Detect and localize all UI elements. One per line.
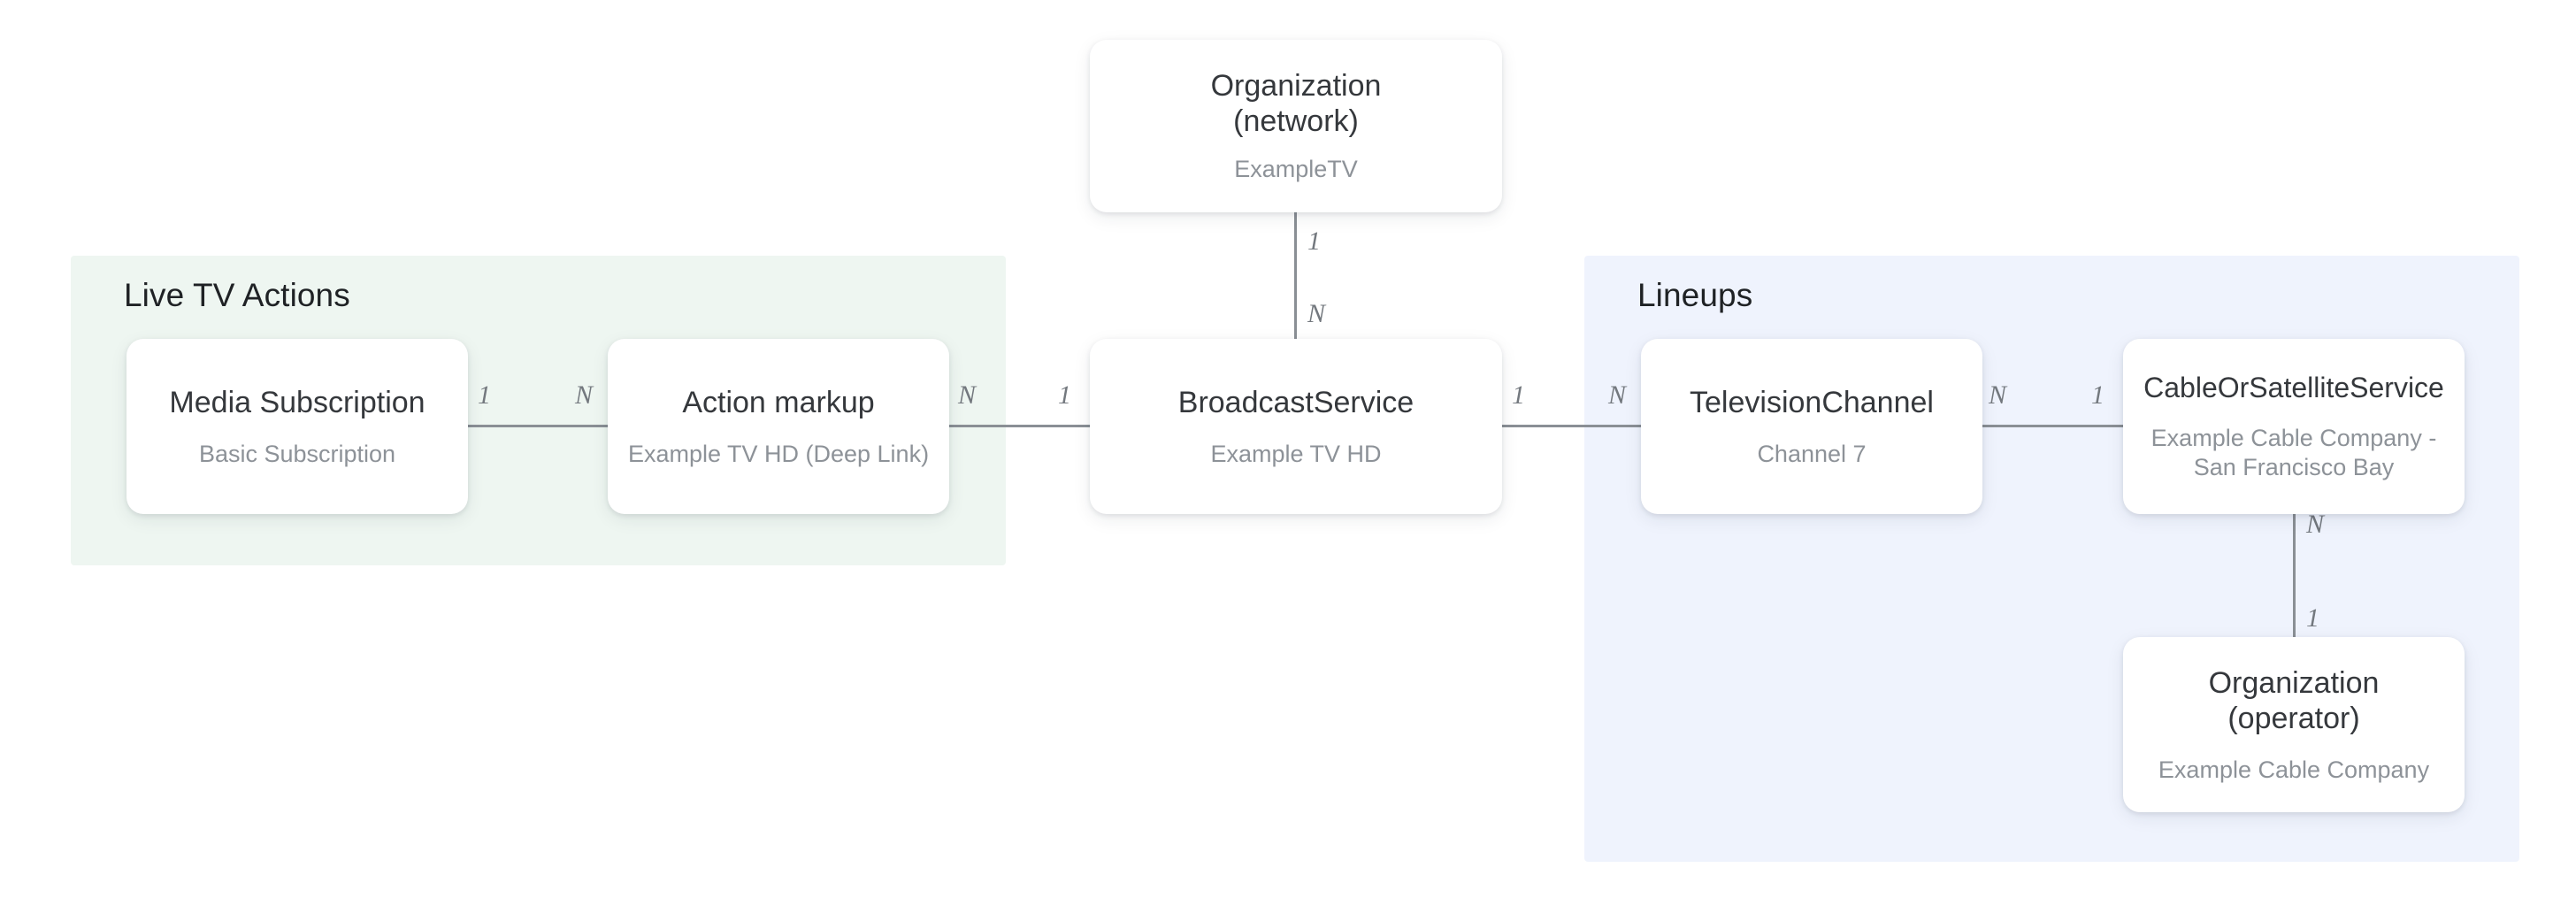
node-broadcast-service-subtitle: Example TV HD bbox=[1210, 440, 1382, 467]
node-organization-network[interactable]: Organization (network) ExampleTV bbox=[1090, 40, 1502, 212]
node-organization-network-subtitle: ExampleTV bbox=[1234, 156, 1358, 183]
edge-label-cable-or-satellite-service-to-org-operator-source: N bbox=[2306, 510, 2325, 539]
edge-line-broadcast-service-to-television-channel bbox=[1502, 425, 1641, 427]
group-title-live-tv-actions: Live TV Actions bbox=[124, 277, 350, 313]
edge-label-action-markup-to-broadcast-service-target: 1 bbox=[1058, 380, 1071, 410]
edge-line-cable-or-satellite-service-to-org-operator bbox=[2293, 514, 2296, 637]
edge-label-org-network-to-broadcast-service-source: 1 bbox=[1307, 226, 1321, 256]
node-organization-operator-subtitle: Example Cable Company bbox=[2158, 756, 2430, 783]
node-organization-operator[interactable]: Organization (operator) Example Cable Co… bbox=[2123, 637, 2465, 812]
node-media-subscription[interactable]: Media Subscription Basic Subscription bbox=[126, 339, 468, 514]
edge-label-media-subscription-to-action-markup-source: 1 bbox=[478, 380, 491, 410]
node-action-markup-title: Action markup bbox=[682, 385, 875, 419]
node-organization-network-title: Organization (network) bbox=[1210, 69, 1382, 139]
node-media-subscription-subtitle: Basic Subscription bbox=[198, 440, 396, 467]
node-cable-or-satellite-service-subtitle: Example Cable Company - San Francisco Ba… bbox=[2150, 425, 2437, 480]
node-broadcast-service[interactable]: BroadcastService Example TV HD bbox=[1090, 339, 1502, 514]
edge-line-media-subscription-to-action-markup bbox=[468, 425, 608, 427]
node-media-subscription-title: Media Subscription bbox=[169, 385, 426, 419]
edge-label-action-markup-to-broadcast-service-source: N bbox=[958, 380, 977, 410]
edge-label-cable-or-satellite-service-to-org-operator-target: 1 bbox=[2306, 603, 2319, 633]
node-broadcast-service-title: BroadcastService bbox=[1177, 385, 1414, 419]
group-title-lineups: Lineups bbox=[1637, 277, 1753, 313]
node-television-channel-title: TelevisionChannel bbox=[1690, 385, 1934, 419]
edge-line-action-markup-to-broadcast-service bbox=[949, 425, 1090, 427]
edge-label-broadcast-service-to-television-channel-target: N bbox=[1608, 380, 1627, 410]
edge-label-org-network-to-broadcast-service-target: N bbox=[1307, 299, 1326, 328]
edge-line-television-channel-to-cable-or-satellite-service bbox=[1982, 425, 2123, 427]
edge-label-television-channel-to-cable-or-satellite-service-target: 1 bbox=[2091, 380, 2104, 410]
edge-label-media-subscription-to-action-markup-target: N bbox=[575, 380, 594, 410]
node-television-channel-subtitle: Channel 7 bbox=[1757, 440, 1867, 467]
node-action-markup-subtitle: Example TV HD (Deep Link) bbox=[627, 440, 930, 467]
node-organization-operator-title: Organization (operator) bbox=[2208, 665, 2380, 735]
node-television-channel[interactable]: TelevisionChannel Channel 7 bbox=[1641, 339, 1982, 514]
node-cable-or-satellite-service[interactable]: CableOrSatelliteService Example Cable Co… bbox=[2123, 339, 2465, 514]
edge-label-television-channel-to-cable-or-satellite-service-source: N bbox=[1989, 380, 2007, 410]
node-action-markup[interactable]: Action markup Example TV HD (Deep Link) bbox=[608, 339, 949, 514]
node-cable-or-satellite-service-title: CableOrSatelliteService bbox=[2143, 371, 2444, 403]
edge-label-broadcast-service-to-television-channel-source: 1 bbox=[1512, 380, 1525, 410]
edge-line-org-network-to-broadcast-service bbox=[1294, 212, 1297, 339]
